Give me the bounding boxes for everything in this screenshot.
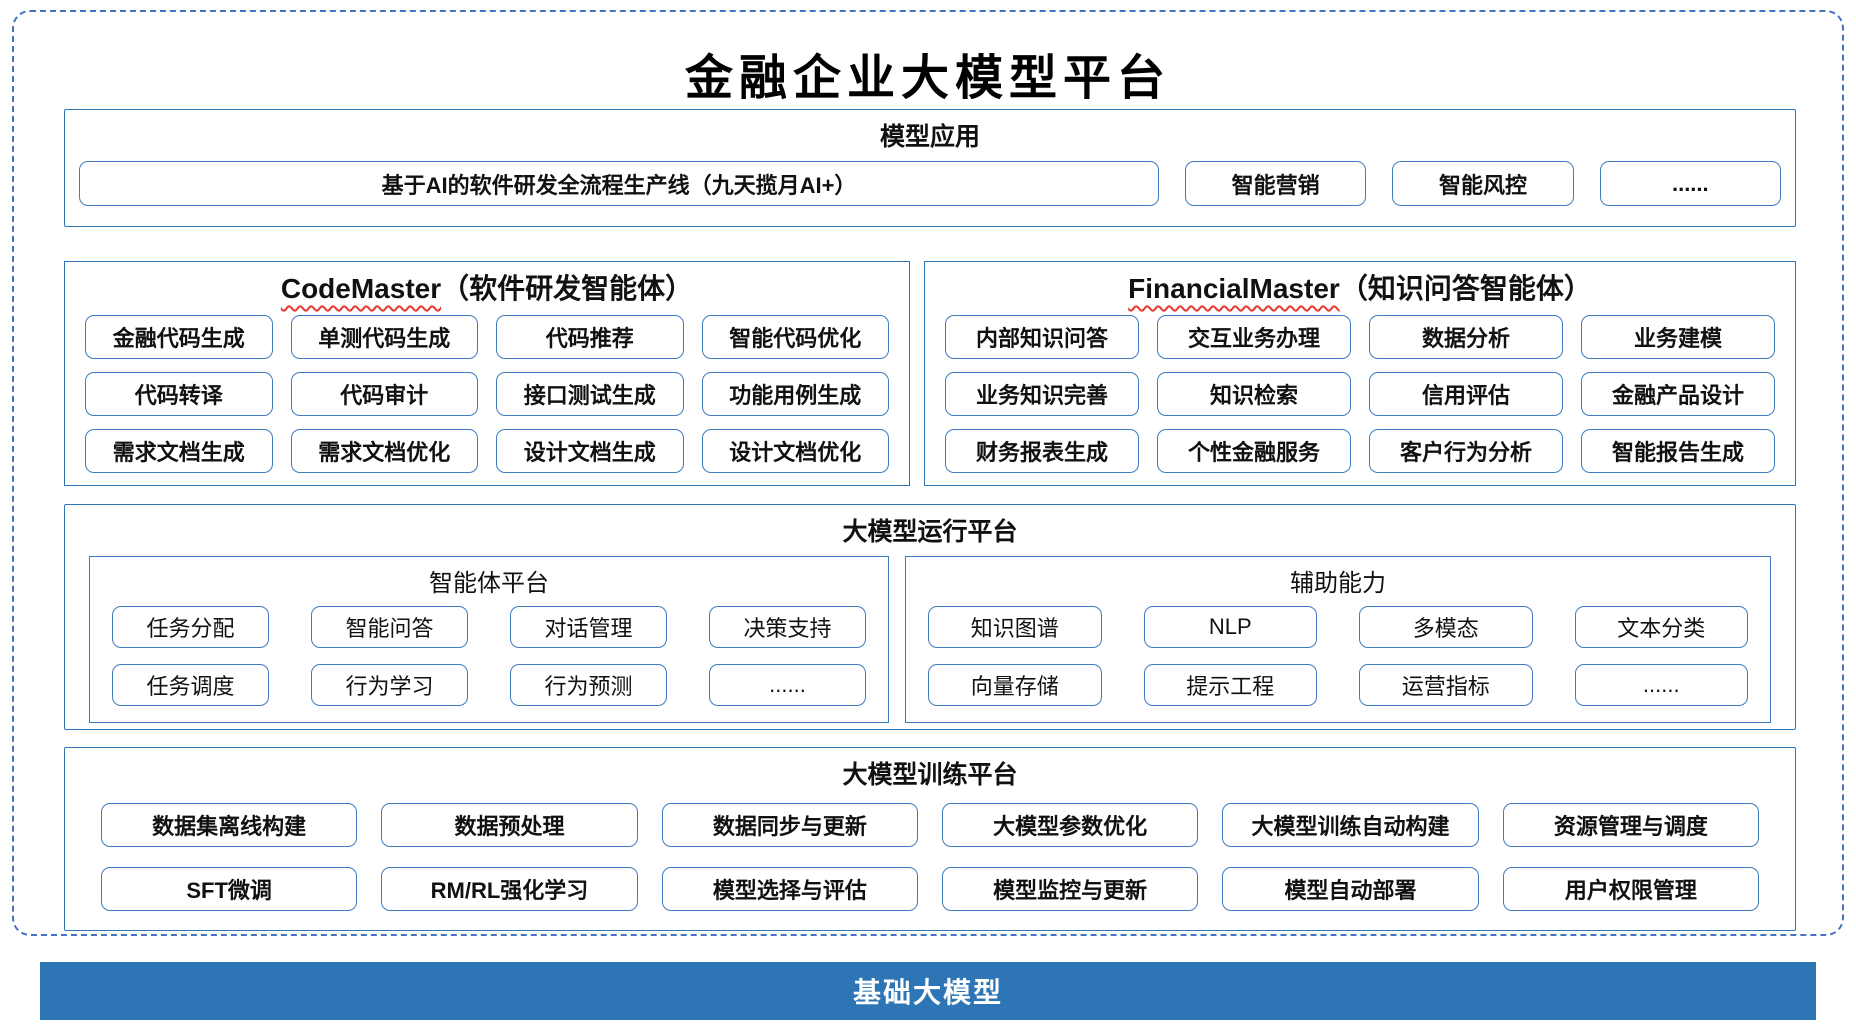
aux-ability-title: 辅助能力 [1290,570,1386,597]
runtime-groups: 智能体平台 任务分配智能问答对话管理决策支持任务调度行为学习行为预测......… [89,556,1771,723]
aux-ability-item: 文本分类 [1574,606,1748,648]
codemaster-items: 金融代码生成单测代码生成代码推荐智能代码优化代码转译代码审计接口测试生成功能用例… [85,315,889,473]
training-item: 用户权限管理 [1502,866,1759,911]
agent-platform-items: 任务分配智能问答对话管理决策支持任务调度行为学习行为预测...... [112,606,866,706]
codemaster-item: 代码审计 [290,372,478,416]
codemaster-item: 接口测试生成 [496,372,684,416]
codemaster-item: 代码推荐 [496,315,684,359]
agent-platform-item: 智能问答 [311,606,468,648]
financialmaster-item: 客户行为分析 [1369,429,1563,473]
aux-ability-item: 多模态 [1359,606,1533,648]
section-model-applications: 模型应用 基于AI的软件研发全流程生产线（九天揽月AI+） 智能营销 智能风控 … [64,109,1796,227]
agent-platform-item: 任务调度 [112,664,269,706]
page-title: 金融企业大模型平台 [684,50,1171,106]
section-runtime-platform: 大模型运行平台 智能体平台 任务分配智能问答对话管理决策支持任务调度行为学习行为… [64,504,1796,730]
section-training-platform: 大模型训练平台 数据集离线构建数据预处理数据同步与更新大模型参数优化大模型训练自… [64,747,1796,931]
codemaster-item: 设计文档生成 [496,429,684,473]
agent-platform-box: 智能体平台 任务分配智能问答对话管理决策支持任务调度行为学习行为预测...... [89,556,889,723]
aux-ability-item: NLP [1143,606,1317,648]
agents-row: CodeMaster（软件研发智能体） 金融代码生成单测代码生成代码推荐智能代码… [64,261,1796,486]
codemaster-item: 设计文档优化 [701,429,889,473]
model-applications-row: 基于AI的软件研发全流程生产线（九天揽月AI+） 智能营销 智能风控 .....… [65,153,1795,226]
model-applications-title: 模型应用 [879,123,980,151]
financialmaster-title-zh: （知识问答智能体） [1339,273,1592,304]
base-model-bar: 基础大模型 [40,962,1816,1020]
financialmaster-item: 财务报表生成 [945,429,1139,473]
agent-platform-item: 任务分配 [112,606,269,648]
financialmaster-item: 知识检索 [1157,372,1351,416]
agent-platform-item: ...... [709,664,866,706]
financialmaster-item: 金融产品设计 [1581,372,1775,416]
training-item: SFT微调 [101,866,358,911]
training-item: 大模型训练自动构建 [1222,803,1479,847]
financialmaster-box: FinancialMaster（知识问答智能体） 内部知识问答交互业务办理数据分… [924,261,1796,486]
codemaster-item: 单测代码生成 [290,315,478,359]
training-item: 数据预处理 [381,803,638,847]
financialmaster-title-en: FinancialMaster [1128,273,1340,304]
aux-ability-item: 知识图谱 [928,606,1102,648]
aux-ability-box: 辅助能力 知识图谱 NLP 多模态文本分类向量存储提示工程运营指标...... [905,556,1771,723]
financialmaster-item: 业务知识完善 [945,372,1139,416]
outer-dashed-frame: 金融企业大模型平台 模型应用 基于AI的软件研发全流程生产线（九天揽月AI+） … [12,10,1844,936]
agent-platform-item: 决策支持 [709,606,866,648]
aux-ability-item: 提示工程 [1143,664,1317,706]
financialmaster-item: 个性金融服务 [1157,429,1351,473]
codemaster-item: 功能用例生成 [701,372,889,416]
training-item: 数据集离线构建 [101,803,358,847]
financialmaster-item: 交互业务办理 [1157,315,1351,359]
training-item: 数据同步与更新 [661,803,918,847]
codemaster-item: 智能代码优化 [701,315,889,359]
codemaster-title: CodeMaster（软件研发智能体） [85,267,889,307]
aux-ability-items: 知识图谱 NLP 多模态文本分类向量存储提示工程运营指标...... [928,606,1748,706]
codemaster-title-zh: （软件研发智能体） [441,273,694,304]
agent-platform-title: 智能体平台 [429,570,549,597]
financialmaster-item: 业务建模 [1581,315,1775,359]
training-item: 大模型参数优化 [942,803,1199,847]
agent-platform-item: 行为学习 [311,664,468,706]
app-item-risk-control: 智能风控 [1392,161,1574,206]
training-items: 数据集离线构建数据预处理数据同步与更新大模型参数优化大模型训练自动构建资源管理与… [101,803,1759,912]
financialmaster-item: 内部知识问答 [945,315,1139,359]
runtime-platform-title: 大模型运行平台 [842,518,1018,546]
financialmaster-item: 信用评估 [1369,372,1563,416]
app-item-marketing: 智能营销 [1185,161,1367,206]
training-platform-title: 大模型训练平台 [842,761,1018,789]
training-item: 模型监控与更新 [942,866,1199,911]
training-item: RM/RL强化学习 [381,866,638,911]
codemaster-item: 金融代码生成 [85,315,273,359]
training-item: 模型选择与评估 [661,866,918,911]
agent-platform-item: 行为预测 [510,664,667,706]
financialmaster-title: FinancialMaster（知识问答智能体） [945,267,1775,307]
codemaster-item: 代码转译 [85,372,273,416]
financialmaster-item: 智能报告生成 [1581,429,1775,473]
codemaster-box: CodeMaster（软件研发智能体） 金融代码生成单测代码生成代码推荐智能代码… [64,261,910,486]
pipeline-box: 基于AI的软件研发全流程生产线（九天揽月AI+） [79,161,1159,206]
aux-ability-item: 向量存储 [928,664,1102,706]
financialmaster-items: 内部知识问答交互业务办理数据分析业务建模业务知识完善知识检索信用评估金融产品设计… [945,315,1775,473]
training-item: 模型自动部署 [1222,866,1479,911]
training-item: 资源管理与调度 [1502,803,1759,847]
financialmaster-item: 数据分析 [1369,315,1563,359]
agent-platform-item: 对话管理 [510,606,667,648]
codemaster-item: 需求文档优化 [290,429,478,473]
aux-ability-item: ...... [1574,664,1748,706]
codemaster-item: 需求文档生成 [85,429,273,473]
app-item-ellipsis: ...... [1599,161,1781,206]
codemaster-title-en: CodeMaster [280,273,442,304]
aux-ability-item: 运营指标 [1359,664,1533,706]
